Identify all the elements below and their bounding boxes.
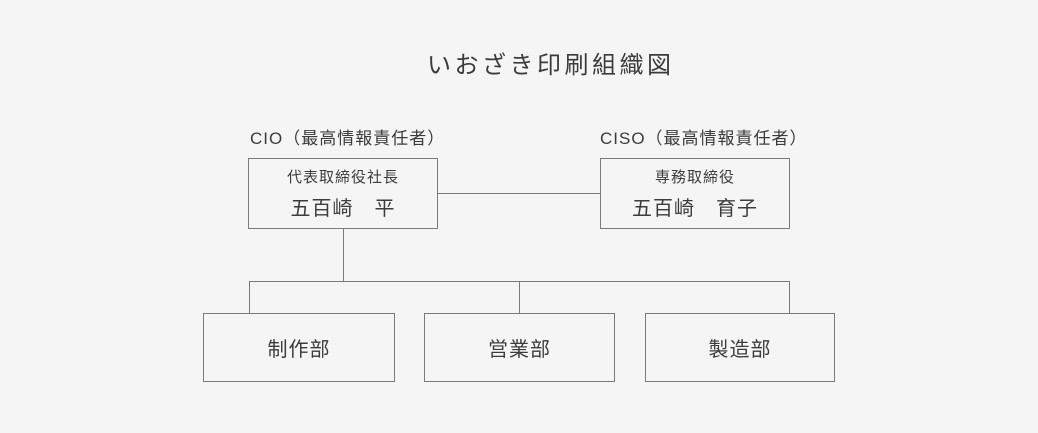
org-box-senior-director: 専務取締役 五百崎 育子 bbox=[600, 158, 790, 229]
org-box-president: 代表取締役社長 五百崎 平 bbox=[248, 158, 438, 229]
connector-line-dept-2-drop bbox=[519, 281, 520, 313]
president-position-title: 代表取締役社長 bbox=[286, 169, 399, 186]
connector-line-executives bbox=[438, 193, 600, 194]
manufacturing-dept-label: 製造部 bbox=[708, 339, 772, 361]
connector-line-dept-1-drop bbox=[249, 281, 250, 313]
senior-director-name: 五百崎 育子 bbox=[632, 198, 758, 220]
org-box-manufacturing-dept: 製造部 bbox=[645, 313, 835, 382]
org-box-sales-dept: 営業部 bbox=[424, 313, 615, 382]
production-dept-label: 制作部 bbox=[267, 339, 331, 361]
sales-dept-label: 営業部 bbox=[488, 339, 551, 361]
ciso-annotation-label: CISO（最高情報責任者） bbox=[600, 129, 808, 148]
page-title: いおざき印刷組織図 bbox=[427, 52, 675, 79]
president-name: 五百崎 平 bbox=[290, 198, 396, 220]
connector-line-dept-3-drop bbox=[789, 281, 790, 313]
senior-director-position-title: 専務取締役 bbox=[654, 169, 735, 186]
org-box-production-dept: 制作部 bbox=[203, 313, 395, 382]
connector-line-president-drop bbox=[343, 229, 344, 281]
cio-annotation-label: CIO（最高情報責任者） bbox=[250, 129, 446, 148]
